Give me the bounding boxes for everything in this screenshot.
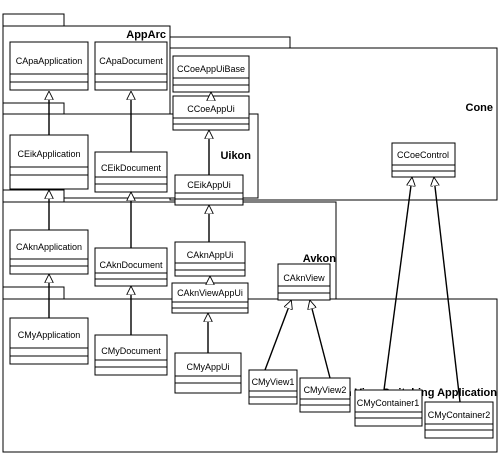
class-name: CMyView1: [252, 377, 295, 387]
class-box: [9, 134, 89, 190]
package-cone-title: Cone: [466, 102, 494, 114]
class-name: CMyAppUi: [186, 362, 229, 372]
class-box: [172, 55, 250, 93]
class-name: CMyContainer1: [357, 398, 420, 408]
class-ccoe-appui: CCoeAppUi: [172, 95, 250, 131]
package-uikon-title: Uikon: [220, 150, 251, 162]
arrow-cmycontainer1-to-ccoecontrol: [383, 178, 412, 391]
class-name: CAknApplication: [16, 242, 82, 252]
class-cakn-application: CAknApplication: [9, 229, 89, 275]
class-name: CAknView: [283, 273, 325, 283]
class-box: [94, 247, 168, 287]
class-box: [424, 401, 494, 439]
class-cmy-document: CMyDocument: [94, 334, 168, 376]
arrow-cmyview2-to-caknview: [310, 301, 331, 379]
class-name: CMyApplication: [18, 330, 81, 340]
class-ceik-document: CEikDocument: [94, 151, 168, 193]
class-name: CEikApplication: [17, 149, 80, 159]
class-cakn-appui: CAknAppUi: [174, 241, 246, 277]
class-name: CEikDocument: [101, 163, 162, 173]
class-cakn-document: CAknDocument: [94, 247, 168, 287]
class-ceik-appui: CEikAppUi: [174, 174, 244, 206]
class-ceik-application: CEikApplication: [9, 134, 89, 190]
class-cmy-container2: CMyContainer2: [424, 401, 494, 439]
class-box: [174, 174, 244, 206]
class-box: [94, 41, 168, 91]
class-box: [391, 142, 456, 178]
class-cakn-view: CAknView: [277, 263, 331, 301]
class-box: [174, 352, 242, 394]
class-cmy-appui: CMyAppUi: [174, 352, 242, 394]
class-box: [299, 377, 351, 413]
class-capa-application: CApaApplication: [9, 41, 89, 91]
class-cmy-application: CMyApplication: [9, 317, 89, 365]
class-box: [277, 263, 331, 301]
class-name: CAknViewAppUi: [177, 288, 243, 298]
class-box: [248, 369, 298, 405]
class-cmy-view1: CMyView1: [248, 369, 298, 405]
class-name: CEikAppUi: [187, 180, 231, 190]
arrow-cmycontainer2-to-ccoecontrol: [434, 178, 461, 403]
class-name: CCoeAppUiBase: [177, 64, 245, 74]
class-box: [9, 229, 89, 275]
class-ccoe-appuibase: CCoeAppUiBase: [172, 55, 250, 93]
class-capa-document: CApaDocument: [94, 41, 168, 91]
class-box: [354, 389, 423, 427]
class-name: CApaApplication: [16, 56, 83, 66]
class-box: [9, 317, 89, 365]
class-name: CMyView2: [304, 385, 347, 395]
class-cmy-container1: CMyContainer1: [354, 389, 423, 427]
package-avkon-title: Avkon: [303, 253, 336, 265]
class-cmy-view2: CMyView2: [299, 377, 351, 413]
class-name: CAknAppUi: [187, 250, 234, 260]
class-ccoe-control: CCoeControl: [391, 142, 456, 178]
class-name: CAknDocument: [99, 260, 163, 270]
class-name: CMyDocument: [101, 346, 161, 356]
inheritance-arrows: [49, 92, 461, 403]
class-cakn-viewappui: CAknViewAppUi: [171, 282, 249, 314]
class-name: CCoeAppUi: [187, 104, 235, 114]
class-box: [9, 41, 89, 91]
arrow-cmyview1-to-caknview: [264, 301, 291, 371]
class-name: CMyContainer2: [428, 410, 491, 420]
class-name: CCoeControl: [397, 150, 449, 160]
class-name: CApaDocument: [99, 56, 163, 66]
package-apparc-title: AppArc: [126, 29, 166, 41]
